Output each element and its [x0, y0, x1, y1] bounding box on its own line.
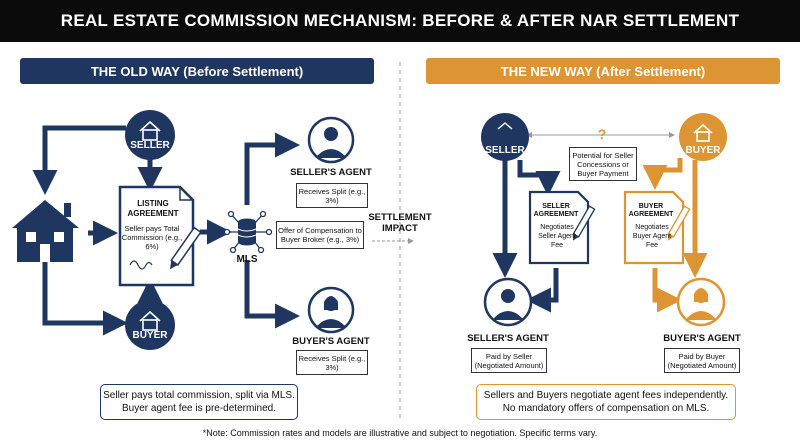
new-way-summary-line1: Sellers and Buyers negotiate agent fees … — [483, 390, 729, 401]
old-buyers-agent-note-box: Receives Split (e.g., 3%) — [296, 350, 368, 375]
new-way-summary-line2: No mandatory offers of compensation on M… — [502, 403, 710, 414]
potential-text: Potential for Seller Concessions or Buye… — [572, 150, 634, 178]
new-buyers-agent-note-box: Paid by Buyer (Negotiated Amount) — [664, 348, 740, 373]
old-seller-node — [125, 110, 175, 160]
new-buyer-arrows — [642, 158, 708, 313]
arrow-house-to-buyer — [42, 262, 128, 336]
new-sellers-agent-person-icon — [483, 277, 533, 327]
pen-icon — [572, 205, 596, 241]
new-buyer-label: BUYER — [685, 145, 721, 156]
house-icon — [139, 310, 161, 331]
house-icon — [139, 120, 161, 141]
arrow-buyer-to-agreement — [642, 158, 683, 190]
listing-agreement-document — [118, 185, 202, 287]
new-buyers-agent-title: BUYER'S AGENT — [663, 333, 741, 344]
old-buyers-agent-note: Receives Split (e.g., 3%) — [298, 353, 366, 372]
old-way-summary-line2: Buyer agent fee is pre-determined. — [122, 403, 276, 414]
old-sellers-agent-note: Receives Split (e.g., 3%) — [298, 186, 366, 205]
settlement-impact-line1: SETTLEMENT — [368, 212, 432, 223]
new-seller-label: SELLER — [485, 145, 525, 156]
new-way-summary: Sellers and Buyers negotiate agent fees … — [476, 384, 736, 420]
mls-label: MLS — [236, 254, 258, 265]
arrow-agreement-to-buyers-agent — [652, 268, 682, 313]
buyer-agreement-text: Negotiates Buyer Agent Fee — [632, 224, 672, 249]
offer-of-compensation-box: Offer of Compensation to Buyer Broker (e… — [276, 221, 364, 249]
old-sellers-agent-note-box: Receives Split (e.g., 3%) — [296, 183, 368, 208]
new-sellers-agent-title: SELLER'S AGENT — [467, 333, 549, 344]
old-way-summary: Seller pays total commission, split via … — [100, 384, 298, 420]
house-icon — [693, 123, 713, 142]
old-way-summary-line1: Seller pays total commission, split via … — [103, 390, 295, 401]
arrow-mls-to-sellers-agent — [244, 132, 300, 205]
listing-agreement-text: Seller pays Total Commission (e.g., 6%) — [121, 224, 183, 251]
listing-agreement-title: LISTING AGREEMENT — [127, 199, 179, 218]
old-buyer-label: BUYER — [132, 330, 168, 341]
old-way-banner: THE OLD WAY (Before Settlement) — [20, 58, 374, 84]
potential-box: Potential for Seller Concessions or Buye… — [569, 147, 637, 181]
new-seller-arrows — [492, 160, 561, 313]
new-seller-node — [481, 113, 529, 161]
old-sellers-agent-title: SELLER'S AGENT — [290, 167, 372, 178]
old-buyers-agent-person-icon — [307, 286, 355, 334]
potential-question-mark: ? — [597, 126, 607, 142]
old-buyers-agent-title: BUYER'S AGENT — [292, 336, 370, 347]
buyer-agreement-title: BUYER AGREEMENT — [628, 203, 674, 218]
mls-database-icon — [223, 210, 273, 254]
page-title: REAL ESTATE COMMISSION MECHANISM: BEFORE… — [0, 0, 800, 42]
new-sellers-agent-note: Paid by Seller (Negotiated Amount) — [474, 351, 544, 370]
new-way-banner: THE NEW WAY (After Settlement) — [426, 58, 780, 84]
new-sellers-agent-note-box: Paid by Seller (Negotiated Amount) — [471, 348, 547, 373]
pen-icon — [667, 205, 691, 241]
seller-agreement-title: SELLER AGREEMENT — [533, 203, 579, 218]
new-buyers-agent-note: Paid by Buyer (Negotiated Amount) — [667, 351, 737, 370]
settlement-impact-label: SETTLEMENT IMPACT — [358, 212, 442, 234]
seller-agreement-text: Negotiates Seller Agent Fee — [538, 224, 576, 249]
new-buyer-node — [679, 113, 727, 161]
property-house-icon — [12, 200, 79, 262]
old-sellers-agent-person-icon — [307, 116, 355, 164]
offer-of-compensation-text: Offer of Compensation to Buyer Broker (e… — [278, 226, 362, 244]
old-buyer-node — [125, 300, 175, 350]
buyer-agreement-document — [623, 190, 691, 265]
pen-icon — [169, 226, 202, 270]
arrow-mls-to-buyers-agent — [244, 260, 300, 329]
arrow-seller-to-agreement — [517, 160, 561, 196]
arrow-agreement-to-sellers-agent — [526, 268, 559, 313]
old-seller-label: SELLER — [130, 140, 170, 151]
arrow-seller-to-house — [32, 125, 126, 195]
old-way-arrows — [32, 125, 300, 336]
seller-agreement-document — [528, 190, 596, 265]
house-icon — [497, 122, 513, 130]
settlement-impact-line2: IMPACT — [382, 223, 418, 234]
new-buyers-agent-person-icon — [676, 277, 726, 327]
footnote: *Note: Commission rates and models are i… — [202, 428, 598, 438]
